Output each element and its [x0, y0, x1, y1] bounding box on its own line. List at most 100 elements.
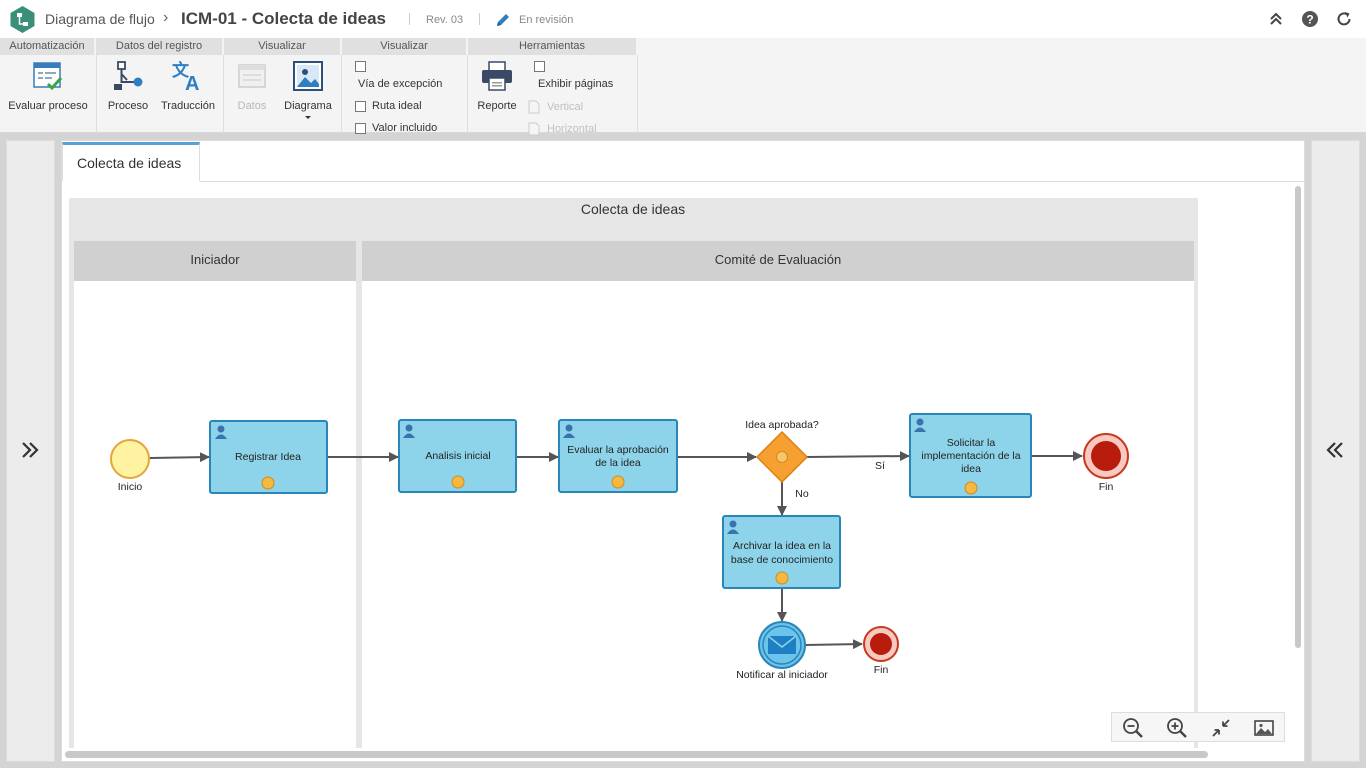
checkbox-box[interactable] [534, 61, 545, 72]
evaluate-process-icon [33, 62, 63, 91]
task-label: base de conocimiento [731, 554, 833, 566]
help-icon[interactable]: ? [1301, 10, 1319, 28]
page-icon [528, 122, 540, 136]
right-panel-toggle[interactable] [1311, 140, 1360, 762]
user-icon [215, 425, 227, 439]
valor-incluido-label: Valor incluido [372, 122, 438, 134]
task-label: idea [961, 463, 981, 475]
horizontal-scrollbar[interactable] [65, 751, 1208, 758]
gateway-idea-aprobada[interactable] [755, 430, 809, 484]
via-excepcion-checkbox[interactable] [355, 61, 372, 72]
end-event[interactable] [863, 626, 899, 662]
group-header-herramientas: Herramientas [468, 38, 638, 55]
lane-title-iniciador: Iniciador [190, 252, 240, 267]
ribbon-group [97, 55, 224, 133]
task-analisis-inicial[interactable]: Analisis inicial [398, 419, 517, 493]
lane-title-comite: Comité de Evaluación [715, 252, 841, 267]
pool-title: Colecta de ideas [581, 201, 685, 217]
svg-text:?: ? [1306, 13, 1313, 27]
ribbon-group [0, 55, 97, 133]
zoom-out-icon[interactable] [1122, 717, 1144, 739]
start-label: Inicio [118, 481, 143, 493]
task-label: Archivar la idea en la [733, 540, 831, 552]
flow-edge-si [806, 451, 910, 462]
lane-iniciador [74, 281, 356, 748]
ruta-ideal-checkbox[interactable]: Ruta ideal [355, 100, 422, 112]
bpmn-canvas: Colecta de ideas Iniciador Comité de Eva… [69, 198, 1198, 748]
horizontal-option[interactable]: Horizontal [528, 122, 597, 136]
vertical-scrollbar[interactable] [1295, 186, 1301, 648]
envelope-icon [768, 636, 796, 654]
message-event-label: Notificar al iniciador [736, 669, 828, 681]
form-icon [775, 571, 789, 585]
via-excepcion-label: Vía de excepción [358, 78, 443, 90]
task-label: de la idea [595, 457, 641, 469]
form-icon [611, 475, 625, 489]
form-icon [964, 481, 978, 495]
reporte-label: Reporte [477, 100, 517, 112]
task-solicitar-implementacion[interactable]: Solicitar la implementación de la idea [909, 413, 1032, 498]
checkbox-box[interactable] [355, 122, 366, 134]
gateway-label: Idea aprobada? [745, 419, 819, 431]
ribbon-group [342, 55, 468, 133]
end-event[interactable] [1083, 433, 1129, 479]
valor-incluido-checkbox[interactable]: Valor incluido [355, 122, 437, 134]
left-panel-toggle[interactable] [6, 140, 55, 762]
app-logo-icon [10, 6, 35, 33]
task-evaluar-aprobacion[interactable]: Evaluar la aprobación de la idea [558, 419, 678, 493]
breadcrumb[interactable]: Diagrama de flujo [45, 11, 155, 27]
exhibir-paginas-checkbox[interactable] [534, 61, 551, 72]
image-icon [293, 61, 323, 91]
printer-icon [482, 61, 512, 91]
reporte-button[interactable]: Reporte [474, 60, 520, 112]
tab-colecta-de-ideas[interactable]: Colecta de ideas [62, 142, 200, 181]
lane-header-iniciador [74, 241, 356, 281]
ruta-ideal-label: Ruta ideal [372, 100, 422, 112]
revision-label: Rev. 03 [426, 14, 464, 26]
evaluar-proceso-button[interactable]: Evaluar proceso [6, 60, 90, 112]
image-export-icon[interactable] [1253, 717, 1275, 739]
divider [409, 13, 410, 25]
vertical-label: Vertical [547, 101, 584, 113]
end-label: Fin [874, 664, 889, 676]
task-registrar-idea[interactable]: Registrar Idea [209, 420, 328, 494]
user-icon [403, 424, 415, 438]
diagrama-label: Diagrama [284, 100, 332, 112]
process-diagram: Colecta de ideas Iniciador Comité de Eva… [62, 186, 1294, 748]
breadcrumb-separator: › [163, 9, 169, 26]
expand-right-icon[interactable] [19, 439, 41, 461]
message-event-notificar[interactable] [758, 621, 806, 669]
zoom-in-icon[interactable] [1166, 717, 1188, 739]
pencil-icon [497, 14, 509, 26]
svg-text:A: A [185, 73, 199, 92]
checkbox-box[interactable] [355, 100, 366, 112]
traduccion-button[interactable]: 文 A Traducción [158, 60, 218, 112]
translate-icon: 文 A [172, 60, 199, 92]
data-icon [238, 64, 266, 88]
checkbox-box[interactable] [355, 61, 366, 72]
collapse-up-icon[interactable] [1267, 10, 1285, 28]
edge-label-no: No [795, 488, 809, 500]
diagrama-dropdown[interactable]: Diagrama [280, 60, 336, 120]
vertical-option[interactable]: Vertical [528, 100, 583, 114]
svg-text:文: 文 [172, 60, 190, 80]
proceso-label: Proceso [107, 100, 149, 112]
flow-edge [149, 452, 210, 463]
datos-button[interactable]: Datos [232, 60, 272, 112]
flow-edge [804, 639, 863, 650]
ribbon-group [224, 55, 342, 133]
tab-divider [200, 181, 1304, 182]
expand-left-icon[interactable] [1324, 439, 1346, 461]
task-archivar-idea[interactable]: Archivar la idea en la base de conocimie… [722, 515, 841, 589]
task-label: Registrar Idea [235, 451, 301, 463]
ribbon-toolbar: Automatización Datos del registro Visual… [0, 38, 1366, 136]
pool-header [70, 199, 1197, 239]
task-label: Analisis inicial [425, 450, 490, 462]
fit-to-screen-icon[interactable] [1210, 717, 1232, 739]
refresh-icon[interactable] [1335, 10, 1353, 28]
exhibir-paginas-label: Exhibir páginas [538, 78, 614, 90]
page-icon [528, 100, 540, 114]
title-bar: Diagrama de flujo › ICM-01 - Colecta de … [0, 0, 1366, 38]
proceso-button[interactable]: Proceso [104, 60, 152, 112]
start-event[interactable] [110, 439, 150, 479]
